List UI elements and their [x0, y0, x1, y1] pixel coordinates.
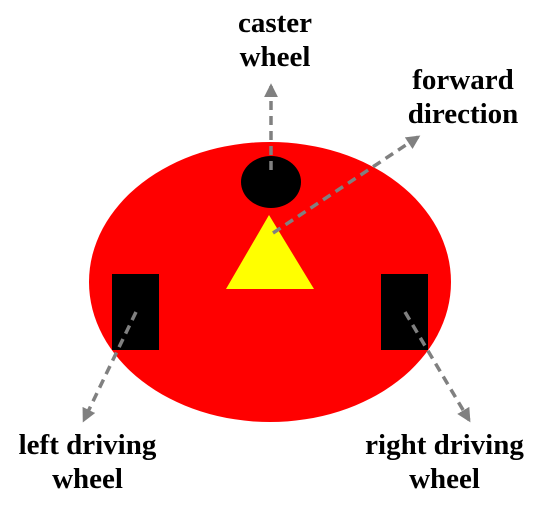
caster-wheel-label-line2: wheel: [239, 41, 311, 73]
right-driving-wheel-label-line2: wheel: [409, 463, 480, 495]
caster-wheel-label-line1: caster: [237, 7, 313, 39]
left-wheel-arrow: [82, 311, 138, 423]
left-driving-wheel-label-line2: wheel: [52, 463, 123, 495]
caster-wheel-label: caster wheel: [205, 6, 345, 74]
left-driving-wheel-label-line1: left driving: [18, 429, 157, 461]
forward-direction-label-line1: forward: [412, 64, 514, 96]
right-driving-wheel-label-line1: right driving: [365, 429, 524, 461]
right-wheel-arrow: [403, 311, 471, 423]
forward-direction-label: forward direction: [383, 63, 543, 131]
caster-wheel: [241, 156, 301, 208]
right-driving-wheel-label: right driving wheel: [352, 428, 537, 496]
forward-direction-triangle: [226, 215, 314, 289]
forward-direction-label-line2: direction: [407, 98, 519, 130]
left-driving-wheel-label: left driving wheel: [0, 428, 175, 496]
right-driving-wheel: [381, 274, 428, 350]
